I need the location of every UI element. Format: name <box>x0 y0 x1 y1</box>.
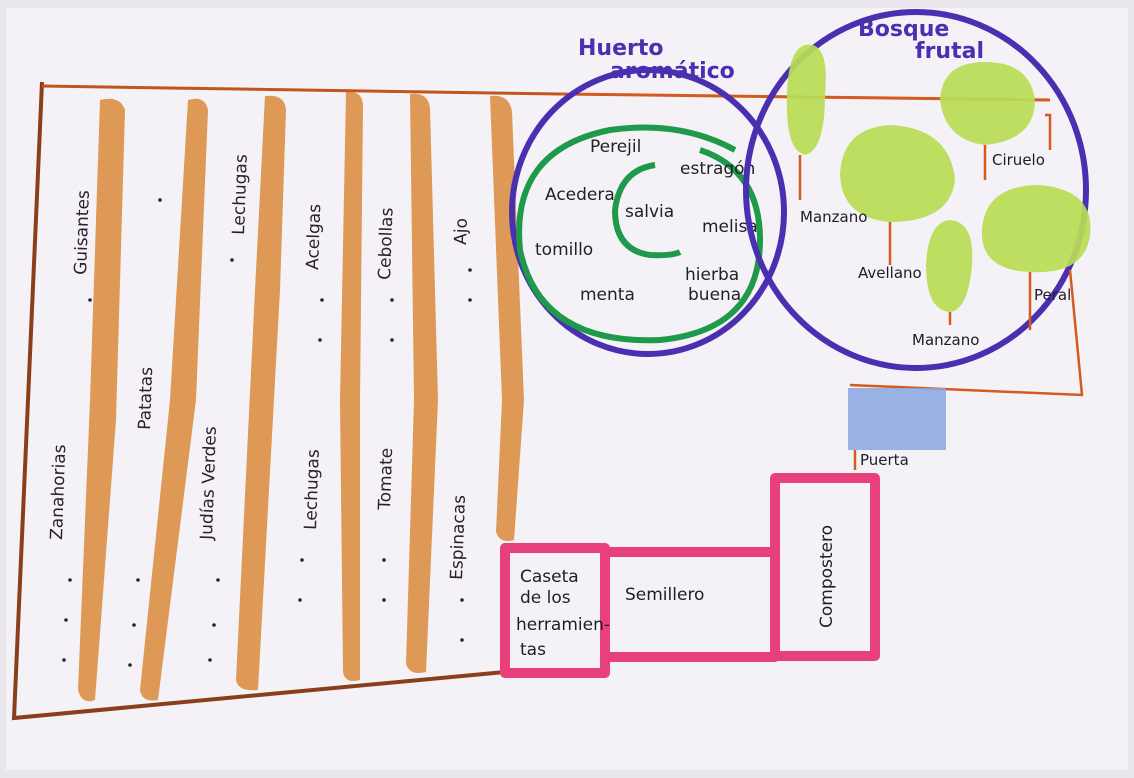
herb-label-buena: buena <box>688 285 741 305</box>
fruit-forest-title-2: frutal <box>915 39 984 64</box>
caseta-label-2: de los <box>520 588 571 608</box>
row-label-tomate: Tomate <box>375 448 397 512</box>
bed-strip <box>236 95 286 691</box>
semillero-label: Semillero <box>625 585 704 605</box>
bed-strip <box>490 95 524 542</box>
tree-label-peral: Peral <box>1034 286 1071 304</box>
tree-label-avellano: Avellano <box>858 264 922 282</box>
tree-label-manzano-2: Manzano <box>912 331 979 349</box>
tree-canopy <box>940 62 1035 145</box>
fruit-forest-title-1: Bosque <box>858 17 949 42</box>
herb-label-estragon: estragón <box>680 159 755 179</box>
bed-strip <box>406 93 438 674</box>
compostero-outline <box>770 473 880 661</box>
row-label-espinacas: Espinacas <box>447 494 470 580</box>
row-label-patatas: Patatas <box>135 366 157 430</box>
herb-label-salvia: salvia <box>625 202 674 222</box>
herb-label-menta: menta <box>580 285 635 305</box>
garden-top-border <box>41 84 561 96</box>
row-label-judias-verdes: Judías Verdes <box>197 426 221 541</box>
caseta-label-3: herramien- <box>516 615 610 635</box>
row-label-lechugas-a: Lechugas <box>229 154 252 235</box>
vegetable-beds <box>78 91 524 702</box>
fruit-trees <box>786 44 1091 312</box>
row-label-guisantes: Guisantes <box>71 190 94 275</box>
herb-label-tomillo: tomillo <box>535 240 593 260</box>
tree-label-ciruelo: Ciruelo <box>992 151 1045 169</box>
tree-canopy <box>840 125 955 222</box>
herb-label-hierba: hierba <box>685 265 739 285</box>
row-label-ajo: Ajo <box>451 218 472 245</box>
caseta-label-4: tas <box>520 640 546 660</box>
seed-dots <box>62 198 472 667</box>
row-label-lechugas-b: Lechugas <box>301 449 324 530</box>
row-label-acelgas: Acelgas <box>303 203 325 270</box>
buildings-outline <box>500 473 880 678</box>
herb-garden-circle <box>509 67 787 357</box>
bed-strip <box>140 98 208 701</box>
garden-border <box>11 81 506 721</box>
herb-label-acedera: Acedera <box>545 185 615 205</box>
herb-label-melisa: melisa <box>702 217 758 237</box>
herb-spiral-outer <box>516 124 764 344</box>
herb-label-perejil: Perejil <box>590 137 641 157</box>
row-label-zanahorias: Zanahorias <box>47 444 70 540</box>
bed-strip <box>78 98 125 702</box>
fruit-forest-circle <box>743 9 1089 371</box>
door-block <box>848 388 946 450</box>
row-label-cebollas: Cebollas <box>375 207 398 280</box>
door-label: Puerta <box>860 451 909 469</box>
bed-strip <box>340 91 363 681</box>
tree-label-manzano-1: Manzano <box>800 208 867 226</box>
compostero-label: Compostero <box>817 525 837 628</box>
tree-canopy <box>981 185 1091 273</box>
herb-spiral-inner <box>611 162 682 259</box>
herb-garden-title-1: Huerto <box>578 36 663 61</box>
tree-canopy <box>786 44 826 156</box>
caseta-label-1: Caseta <box>520 567 579 587</box>
herb-garden-title-2: aromático <box>610 59 735 84</box>
tree-canopy <box>926 220 973 312</box>
